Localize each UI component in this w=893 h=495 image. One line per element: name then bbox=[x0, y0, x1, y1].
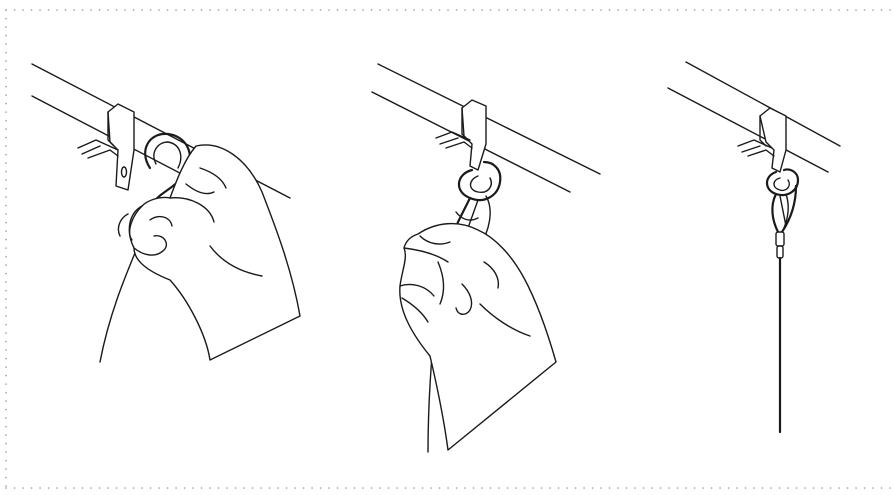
panel-step-2 bbox=[372, 64, 600, 452]
rail-clip bbox=[738, 108, 786, 172]
s-hook bbox=[767, 169, 798, 232]
hand bbox=[400, 212, 556, 450]
rail-clip bbox=[436, 100, 486, 170]
cable-ferrule bbox=[776, 232, 784, 258]
hand bbox=[118, 145, 300, 360]
ceiling-rail bbox=[668, 62, 840, 172]
panel-step-3 bbox=[668, 62, 840, 432]
rail-clip bbox=[78, 104, 134, 190]
panel-step-1 bbox=[32, 64, 300, 362]
